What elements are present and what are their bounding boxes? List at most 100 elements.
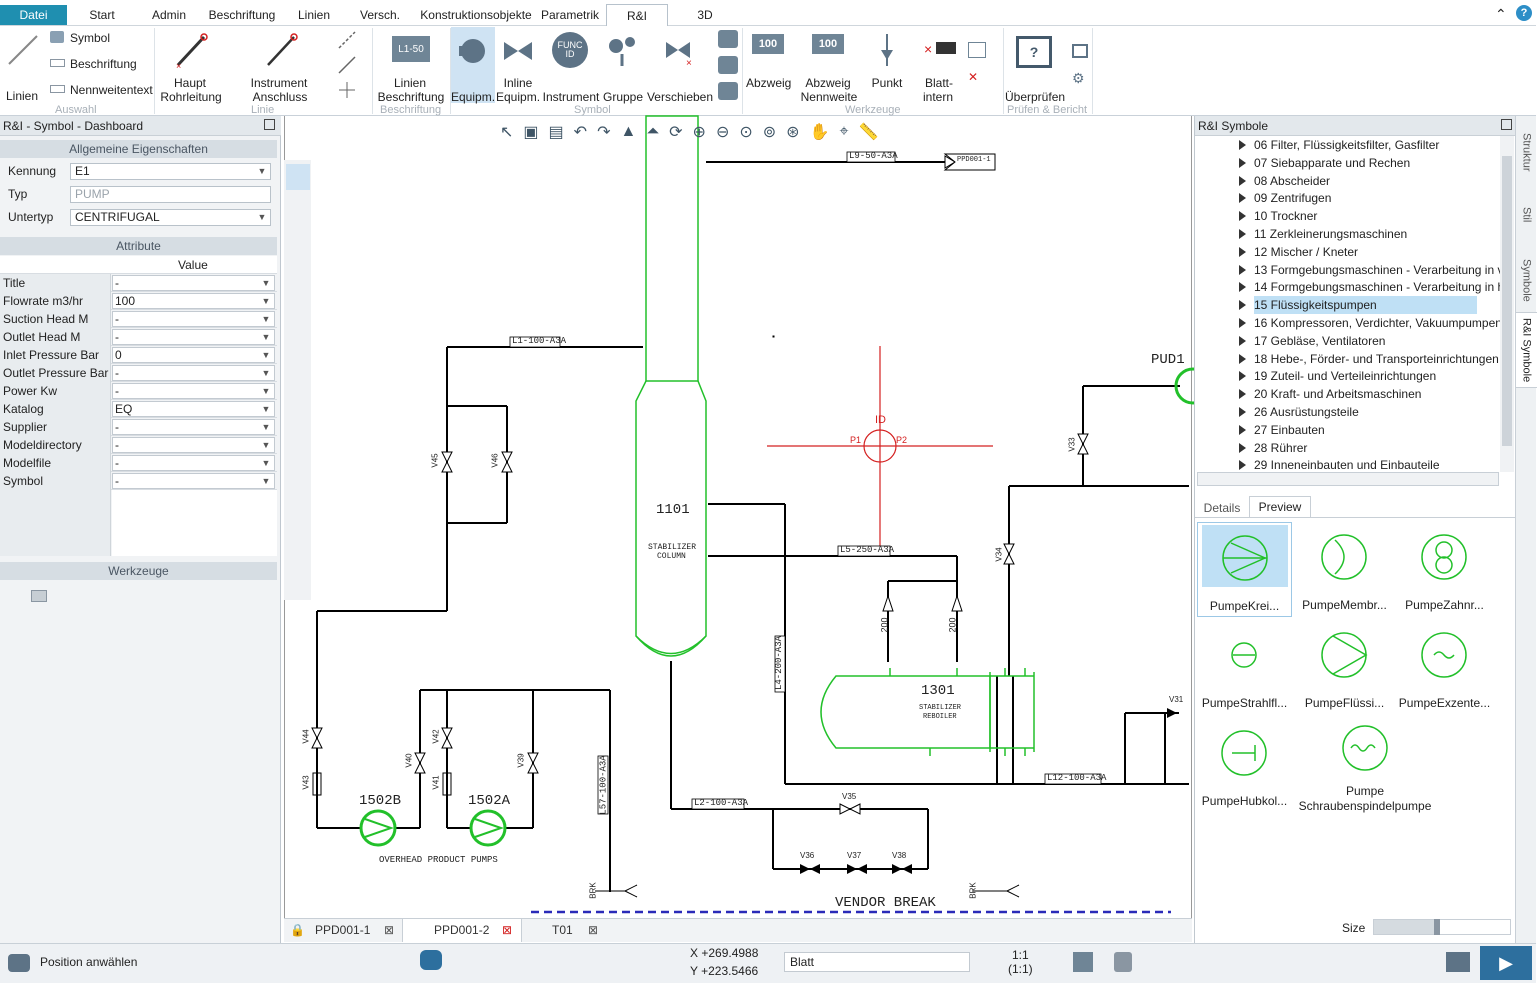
sidetab-struktur[interactable]: Struktur <box>1520 132 1533 172</box>
tree-item[interactable]: 10 Trockner <box>1195 207 1500 225</box>
attribute-value-select[interactable]: 0▼ <box>112 347 275 363</box>
symbol-tool-icon-3[interactable] <box>718 82 738 100</box>
expand-arrow-icon[interactable] <box>1239 140 1246 150</box>
rohrleitung-label[interactable]: Rohrleitung <box>160 90 222 104</box>
abzweig-icon[interactable]: 100 <box>752 34 784 54</box>
move-top-icon[interactable]: ⏶ <box>646 123 660 140</box>
valve-v39[interactable]: V39 <box>516 753 526 768</box>
tree-item[interactable]: 11 Zerkleinerungsmaschinen <box>1195 225 1500 243</box>
inline-valve-icon[interactable] <box>500 36 536 66</box>
tree-item[interactable]: 18 Hebe-, Förder- und Transporteinrichtu… <box>1195 350 1500 368</box>
preview-item[interactable]: PumpeZahnr... <box>1397 522 1492 617</box>
abzweig-nennweite-icon[interactable]: 100 <box>812 34 844 54</box>
valve-v34[interactable]: V34 <box>994 547 1004 562</box>
chevron-down-icon[interactable]: ▼ <box>261 458 271 468</box>
beschriftung-select-label[interactable]: Beschriftung <box>70 57 137 71</box>
tab-versch[interactable]: Versch. <box>359 8 401 22</box>
valve-v43[interactable]: V43 <box>301 775 311 790</box>
ueberpruefen-label[interactable]: Überprüfen <box>1005 90 1066 104</box>
beschriftung-select-icon[interactable] <box>50 59 65 67</box>
tree-item[interactable]: 12 Mischer / Kneter <box>1195 243 1500 261</box>
instrument-anschluss-icon[interactable] <box>262 30 300 70</box>
chevron-down-icon[interactable]: ▼ <box>261 368 271 378</box>
instrument-label[interactable]: Instrument <box>250 76 308 90</box>
chevron-down-icon[interactable]: ▼ <box>257 212 267 222</box>
doctab-ppd0011[interactable]: PPD001-1 <box>315 923 371 937</box>
werkzeug-cross-icon[interactable]: ✕ <box>968 70 979 84</box>
chevron-down-icon[interactable]: ▼ <box>261 332 271 342</box>
preview-item[interactable]: PumpeExzente... <box>1397 620 1492 715</box>
tree-item[interactable]: 08 Abscheider <box>1195 172 1500 190</box>
pan-hand-icon[interactable]: ✋ <box>809 124 830 141</box>
chevron-down-icon[interactable]: ▼ <box>261 440 271 450</box>
column-tag[interactable]: 1101 <box>656 502 690 518</box>
chevron-down-icon[interactable]: ▼ <box>261 476 271 486</box>
linien-select-label[interactable]: Linien <box>6 89 39 103</box>
expand-arrow-icon[interactable] <box>1239 229 1246 239</box>
zoom-extent-icon[interactable]: ⊚ <box>762 124 777 141</box>
line-label-l1[interactable]: L1-100-A3A <box>512 336 567 346</box>
tree-item[interactable]: 20 Kraft- und Arbeitsmaschinen <box>1195 385 1500 403</box>
chevron-down-icon[interactable]: ▼ <box>261 314 271 324</box>
chevron-down-icon[interactable]: ▼ <box>261 404 271 414</box>
punkt-icon[interactable] <box>875 32 899 68</box>
nennweite-label[interactable]: Nennweite <box>800 90 858 104</box>
intern-label[interactable]: intern <box>922 90 954 104</box>
expand-arrow-icon[interactable] <box>1239 193 1246 204</box>
chat-icon[interactable] <box>420 950 442 970</box>
chevron-down-icon[interactable]: ▼ <box>261 296 271 306</box>
expand-arrow-icon[interactable] <box>1239 371 1246 382</box>
expand-arrow-icon[interactable] <box>1239 264 1246 275</box>
pin-icon[interactable] <box>1501 119 1512 130</box>
tab-admin[interactable]: Admin <box>151 8 186 22</box>
tree-item[interactable]: 16 Kompressoren, Verdichter, Vakuumpumpe… <box>1195 314 1502 332</box>
expand-arrow-icon[interactable] <box>1239 407 1246 417</box>
tree-scrollbar[interactable] <box>1500 136 1514 472</box>
inline-label[interactable]: Inline <box>503 76 533 90</box>
tree-item[interactable]: 26 Ausrüstungsteile <box>1195 403 1500 421</box>
save-icon[interactable]: ▣ <box>523 124 539 141</box>
attribute-value-select[interactable]: -▼ <box>112 329 275 345</box>
attribute-value-select[interactable]: -▼ <box>112 383 275 399</box>
ruler-icon[interactable]: 📏 <box>858 124 879 141</box>
panel-toggle-icon[interactable]: ▶ <box>1480 946 1532 980</box>
expand-arrow-icon[interactable] <box>1239 300 1246 311</box>
valve-v38[interactable]: V38 <box>892 851 907 860</box>
sidetab-symbole[interactable]: Symbole <box>1520 258 1533 302</box>
tree-item[interactable]: 14 Formgebungsmaschinen - Verarbeitung i… <box>1195 278 1504 296</box>
reboiler-tag[interactable]: 1301 <box>921 683 955 699</box>
preview-item[interactable]: PumpeKrei... <box>1197 522 1292 617</box>
abzweig-nw-label[interactable]: Abzweig <box>805 76 851 90</box>
blatt-intern-icon[interactable]: × <box>922 36 958 62</box>
vtool-active-icon[interactable] <box>286 164 310 190</box>
inline-equipm-label[interactable]: Equipm. <box>496 90 541 104</box>
werkzeug-tool-icon[interactable] <box>31 590 47 602</box>
tree-item[interactable]: 06 Filter, Flüssigkeitsfilter, Gasfilter <box>1195 136 1500 154</box>
attribute-header[interactable]: Attribute <box>0 237 277 255</box>
symbol-tool-icon-1[interactable] <box>718 30 738 48</box>
haupt-rohrleitung-icon[interactable]: × <box>172 30 210 71</box>
punkt-label[interactable]: Punkt <box>871 76 903 90</box>
gruppe-label[interactable]: Gruppe <box>602 90 644 104</box>
move-up-icon[interactable]: ▲ <box>620 123 637 140</box>
nennweitentext-select-icon[interactable] <box>50 85 65 93</box>
chevron-down-icon[interactable]: ▼ <box>261 422 271 432</box>
report-icon[interactable] <box>1072 44 1088 58</box>
ppd-ref[interactable]: PPD001-1 <box>957 156 991 164</box>
verschieben-label[interactable]: Verschieben <box>646 90 714 104</box>
equipment-icon[interactable] <box>455 34 491 68</box>
settings-gear-icon[interactable]: ⚙ <box>1072 70 1085 86</box>
equipm-label[interactable]: Equipm. <box>451 90 496 104</box>
drawing-canvas[interactable]: L9-50-A3A PPD001-1 L1-100-A3A L5-250-A3A… <box>284 115 1212 918</box>
pump-b-tag[interactable]: 1502B <box>359 793 402 809</box>
expand-arrow-icon[interactable] <box>1239 175 1246 186</box>
zoom-out-icon[interactable]: ⊖ <box>715 124 730 141</box>
attribute-value-select[interactable]: -▼ <box>112 455 275 471</box>
help-icon[interactable]: ? <box>1516 5 1532 21</box>
tree-item[interactable]: 27 Einbauten <box>1195 421 1500 439</box>
chevron-down-icon[interactable]: ▼ <box>261 350 271 360</box>
size-slider[interactable] <box>1373 919 1511 935</box>
tab-3d[interactable]: 3D <box>697 8 713 22</box>
l150-icon[interactable]: L1-50 <box>392 36 430 62</box>
